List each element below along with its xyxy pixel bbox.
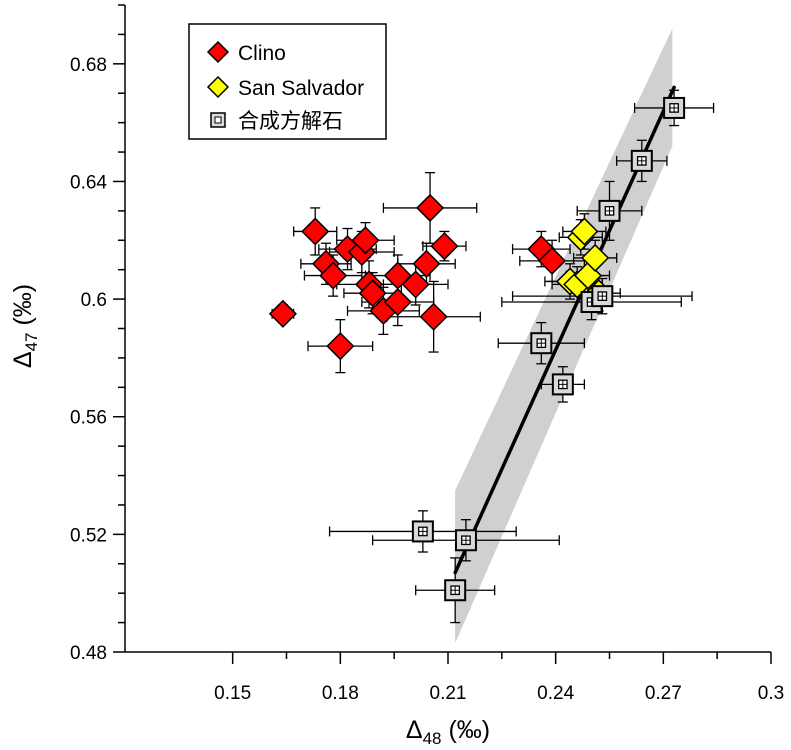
data-point-synthetic-calcite [444,579,467,602]
y-tick-label: 0.56 [70,408,107,429]
data-point-clino [319,261,348,290]
y-tick-label: 0.6 [81,290,107,311]
legend-label: San Salvador [238,77,364,100]
x-axis-title: Δ48 (‰) [406,716,490,748]
data-point-synthetic-calcite [598,199,621,222]
data-point-clino [268,299,297,328]
legend-label: 合成方解石 [238,110,343,133]
y-tick-label: 0.64 [70,172,107,193]
x-tick-label: 0.24 [537,683,574,704]
legend-marker-inner [214,116,222,124]
y-axis-title: Δ47 (‰) [9,284,41,368]
axes: 0.15 0.18 0.21 0.24 0.27 0.3 0.48 0.52 0.56 0.6 0.… [70,4,784,704]
data-point-san-salvador [570,217,599,246]
data-point-san-salvador [581,243,610,272]
legend-marker [206,75,230,99]
data-point-clino [401,270,430,299]
data-point-synthetic-calcite [591,285,614,308]
data-point-synthetic-calcite [411,520,434,543]
legend-label: Clino [238,42,286,65]
x-tick-label: 0.18 [322,683,359,704]
data-point-clino [415,193,445,222]
data-point-synthetic-calcite [454,529,477,552]
y-tick-label: 0.48 [70,643,107,664]
data-point-synthetic-calcite [630,149,653,172]
y-tick-label: 0.52 [70,525,107,546]
data-point-clino [326,332,355,361]
x-tick-label: 0.15 [214,683,251,704]
data-point-clino [430,232,459,261]
x-tick-label: 0.21 [430,683,467,704]
data-point-clino [412,249,441,278]
axis-titles: Δ48 (‰) Δ47 (‰) [9,284,490,748]
legend-marker [206,40,230,64]
data-points-layer [268,89,715,624]
data-point-synthetic-calcite [551,373,574,396]
data-point-clino [383,287,412,317]
data-point-clino [301,217,330,246]
legend-marker [210,112,226,128]
data-point-clino [419,302,448,331]
data-point-clino [358,279,387,308]
data-point-clino [351,226,380,255]
data-point-clino [538,246,567,275]
y-tick-label: 0.68 [70,55,107,76]
x-tick-label: 0.3 [758,683,784,704]
x-tick-label: 0.27 [645,683,682,704]
data-point-synthetic-calcite [663,96,686,119]
data-point-synthetic-calcite [530,332,553,355]
